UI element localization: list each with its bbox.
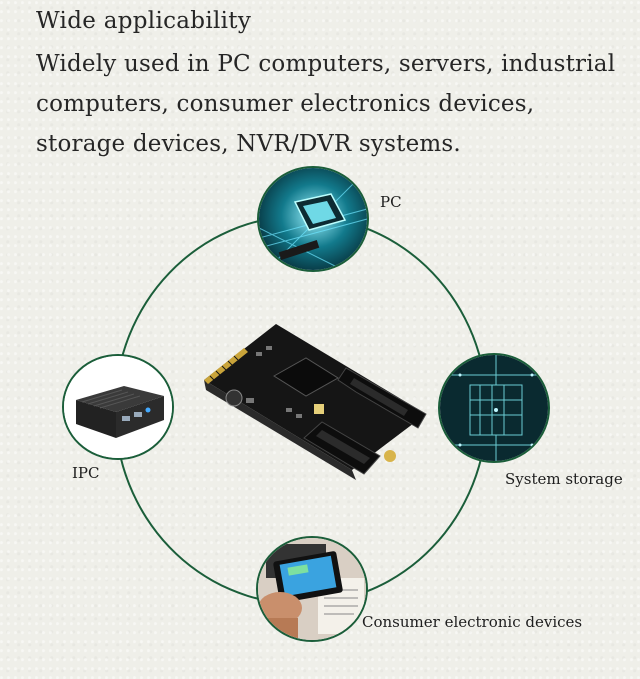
ipc-box-icon — [62, 354, 174, 460]
storage-server-icon — [438, 353, 550, 463]
section-heading: Wide applicability — [36, 8, 252, 34]
m2-sata-card-image — [186, 318, 431, 508]
ipc-label: IPC — [72, 464, 100, 482]
pc-cpu-icon — [257, 166, 369, 272]
pc-label: PC — [380, 193, 402, 211]
storage-label: System storage — [505, 470, 623, 488]
consumer-label: Consumer electronic devices — [362, 613, 583, 631]
description-paragraph: Widely used in PC computers, servers, in… — [36, 51, 616, 157]
consumer-pos-icon — [256, 536, 368, 642]
